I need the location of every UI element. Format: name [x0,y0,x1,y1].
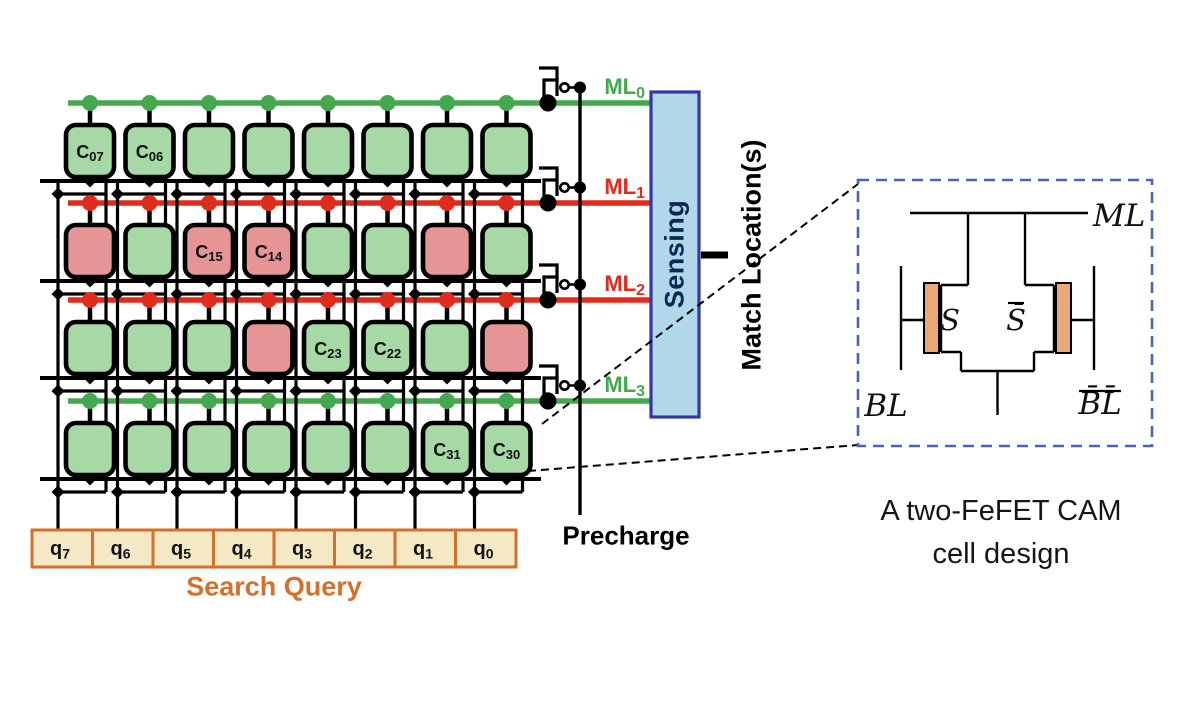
svg-text:q7: q7 [50,538,70,562]
cam-cell [361,420,414,478]
cam-cell [361,122,414,180]
cam-cell [361,319,414,377]
svg-text:q1: q1 [413,538,433,562]
svg-text:BL: BL [863,388,907,424]
sensing-box [649,90,701,419]
cam-cell [123,420,176,478]
caption-line-1: A two-FeFET CAM [880,495,1122,527]
cam-cell [420,122,474,180]
cam-cell [301,319,355,377]
cam-cell [301,122,355,180]
cam-cell [63,420,117,478]
svg-text:q4: q4 [231,538,251,562]
svg-text:C22: C22 [374,339,401,361]
svg-text:q6: q6 [110,538,130,562]
svg-text:q2: q2 [352,538,372,562]
cam-cell [420,222,474,280]
detail-connectors [527,183,859,472]
sensing-label: Sensing [659,199,690,309]
cam-cell [63,122,117,180]
svg-text:C15: C15 [195,242,222,264]
ml-junction-dots [82,95,515,409]
caption-line-2: cell design [932,538,1070,570]
sensing-block [649,90,728,419]
cam-cell [242,420,295,478]
svg-text:C14: C14 [255,242,283,264]
query-bit-box [212,528,276,569]
query-register: q7 q6 q5 q4 q3 q2 q1 q0 [30,528,518,569]
svg-text:C07: C07 [76,142,103,164]
cell-detail-box [856,178,1154,448]
svg-text:S: S [940,303,960,337]
match-locations-label: Match Location(s) [736,139,767,371]
cam-cell [480,319,533,377]
precharge-circuit [539,66,586,515]
cam-cell [480,222,533,280]
svg-text:ML: ML [1092,198,1145,234]
cam-cell [480,420,533,478]
cam-cell [301,420,355,478]
svg-text:ML1: ML1 [604,174,645,202]
fefet-gate-right [1055,282,1072,354]
svg-text:q0: q0 [473,538,493,562]
svg-text:S̄: S̄ [1006,302,1026,337]
cam-cell [182,222,236,280]
cam-cell [123,122,176,180]
svg-text:ML3: ML3 [604,372,645,400]
svg-text:q3: q3 [292,538,312,562]
cell-detail-caption: A two-FeFET CAM cell design [830,490,1172,576]
cam-cell [123,319,176,377]
cam-cell [123,222,176,280]
cam-cell [182,319,236,377]
svg-text:C31: C31 [433,440,460,462]
precharge-label: Precharge [562,520,690,551]
cam-cell [242,222,295,280]
cam-cell [63,319,117,377]
svg-text:C30: C30 [493,440,520,462]
cam-cell [242,319,295,377]
cam-cell [182,420,236,478]
fefet-gate-left [923,282,940,354]
search-query-label: Search Query [186,571,362,602]
cam-cell [480,122,533,180]
query-bit-box [151,528,215,569]
svg-text:C23: C23 [314,339,341,361]
cam-cell [63,222,117,280]
query-bit-box [454,528,518,569]
query-bit-box [30,528,94,569]
cam-cell [182,122,236,180]
query-bit-box [393,528,457,569]
svg-text:ML2: ML2 [604,271,645,299]
cam-cell [242,122,295,180]
svg-text:q5: q5 [171,538,191,562]
query-bit-box [333,528,397,569]
cam-cell [420,420,474,478]
svg-text:ML0: ML0 [604,74,645,102]
cam-cell [301,222,355,280]
cam-cell [420,319,474,377]
svg-text:C06: C06 [136,142,163,164]
cam-cell [361,222,414,280]
